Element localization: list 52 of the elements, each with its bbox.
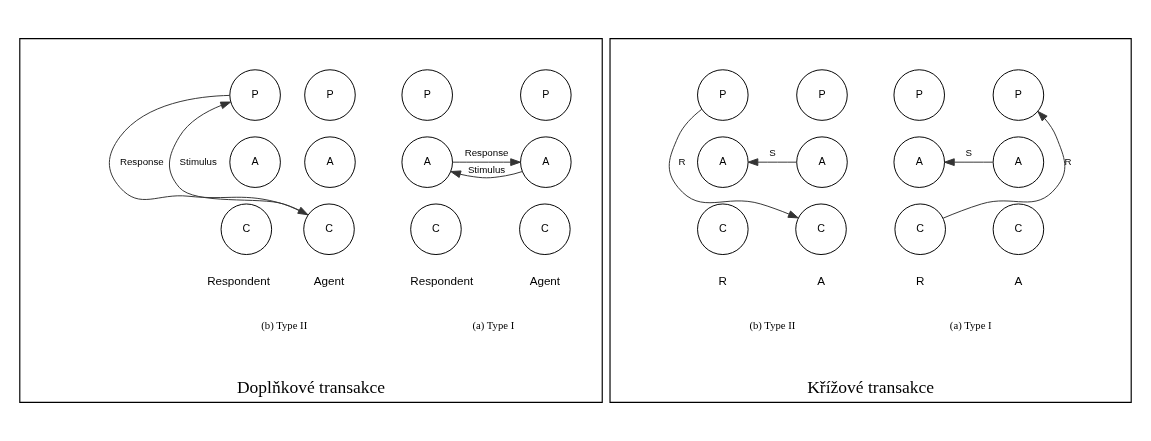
node-label: Respondent <box>207 273 271 287</box>
node-label: Agent <box>313 273 345 287</box>
arrow <box>747 158 797 167</box>
node-circle: P <box>304 69 356 121</box>
node-label: A <box>817 273 825 287</box>
label: (a) Type I <box>472 319 515 332</box>
node-circle: P <box>229 69 281 121</box>
edge-label: Stimulus <box>467 163 506 175</box>
arrow <box>452 158 521 167</box>
edge-label: S <box>769 147 776 159</box>
node-circle: A <box>796 136 848 188</box>
node-circle: P <box>992 69 1045 121</box>
node-label: Agent <box>529 273 561 287</box>
edge-label: R <box>678 155 686 167</box>
label: (b) Type II <box>749 319 796 332</box>
node-label: R <box>915 273 925 287</box>
node-label: A <box>1014 273 1023 287</box>
node-circle: P <box>893 69 945 121</box>
node-circle: P <box>401 69 453 121</box>
arrow <box>944 158 994 167</box>
arrow <box>668 108 799 219</box>
node-circle: C <box>795 203 847 255</box>
node-circle: C <box>519 203 571 255</box>
arrow <box>169 101 309 216</box>
edge-label: R <box>1064 155 1072 167</box>
edge-label: Stimulus <box>179 155 217 167</box>
node-circle: C <box>894 203 946 255</box>
node-circle: C <box>303 203 355 255</box>
edge-label: Response <box>119 155 164 167</box>
node-circle: P <box>520 69 572 121</box>
node-circle: A <box>520 136 572 188</box>
node-circle: C <box>410 203 462 255</box>
node-circle: C <box>697 203 749 255</box>
node-circle: A <box>401 136 453 188</box>
node-label: R <box>718 273 728 287</box>
node-circle: A <box>229 136 281 188</box>
arrow <box>942 110 1066 219</box>
arrow <box>450 170 523 179</box>
node-circle: A <box>304 136 356 188</box>
edge-label: Response <box>464 147 509 159</box>
label: (b) Type II <box>261 319 308 332</box>
node-circle: C <box>220 203 273 255</box>
node-circle: A <box>697 136 749 188</box>
node-circle: A <box>893 136 945 188</box>
node-circle: A <box>992 136 1045 188</box>
node-circle: C <box>992 203 1045 255</box>
node-circle: P <box>697 69 749 121</box>
node-circle: P <box>796 69 848 121</box>
edge-label: S <box>965 147 973 159</box>
label: (a) Type I <box>949 319 992 332</box>
arrow <box>108 94 309 216</box>
node-label: Respondent <box>410 273 474 287</box>
